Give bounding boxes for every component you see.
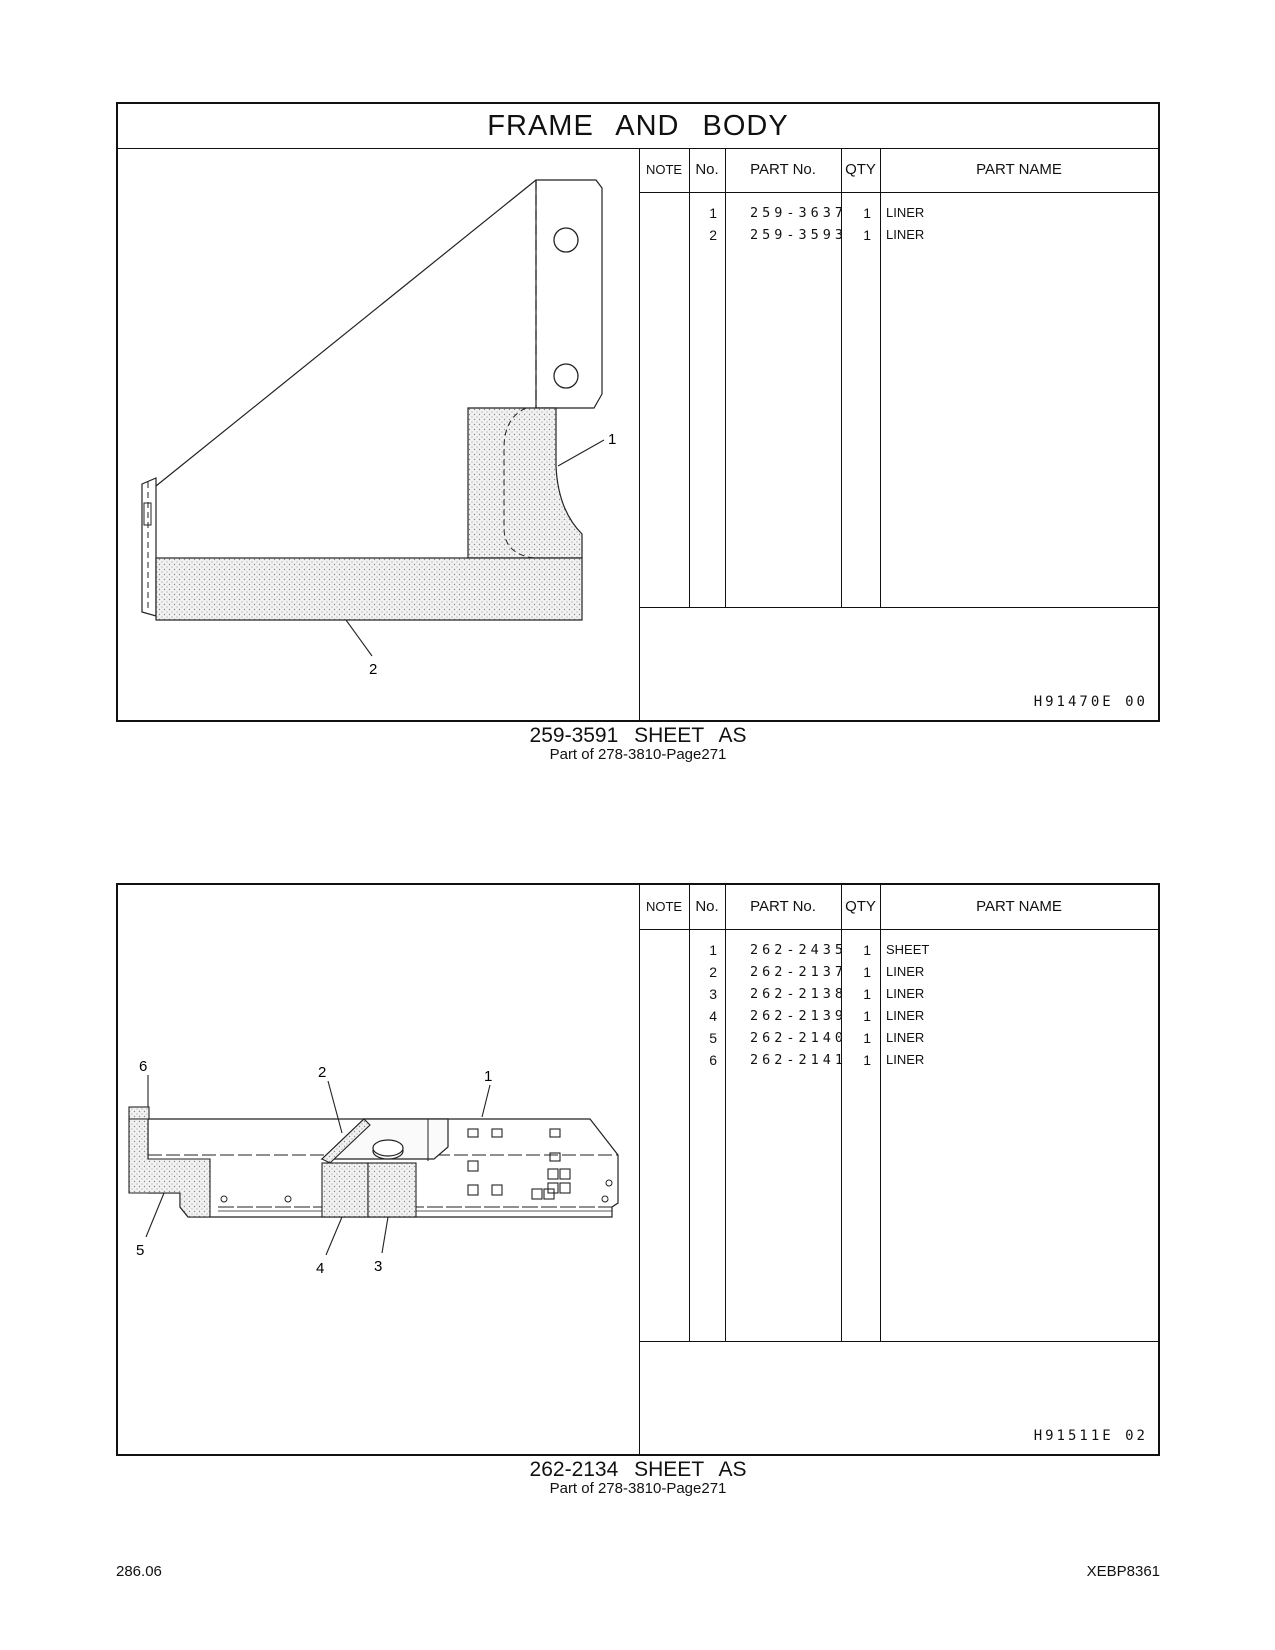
part-name: LINER	[886, 227, 925, 242]
col-divider	[689, 885, 690, 1342]
part-name: LINER	[886, 205, 925, 220]
item-number: 1	[709, 942, 717, 958]
part-number: 262-2138	[749, 986, 847, 1002]
parts-rows: 1 262-2435 1 SHEET 2 262-2137 1 LINER 3 …	[639, 939, 1158, 1071]
part-name: LINER	[886, 1030, 925, 1045]
liner-2	[155, 557, 583, 621]
illustration-2: 6 2 1 5 4 3	[118, 885, 640, 1454]
table-row: 1 259-3637 1 LINER	[639, 202, 1158, 224]
part-number: 262-2141	[749, 1052, 847, 1068]
illustration-code: H91511E 02	[1033, 1428, 1148, 1444]
header-qty: QTY	[845, 161, 876, 178]
liner-1	[467, 407, 583, 559]
assembly-title: 262-2134 SHEET AS	[529, 1458, 747, 1481]
parts-panel-2: 6 2 1 5 4 3 NOTE No. PART No. QTY PART N…	[116, 883, 1160, 1456]
callout-1: 1	[608, 431, 616, 448]
callout-6: 6	[139, 1058, 147, 1075]
col-divider	[841, 885, 842, 1342]
header-part-name: PART NAME	[976, 898, 1062, 915]
table-header: NOTE No. PART No. QTY PART NAME	[639, 148, 1158, 193]
item-number: 2	[709, 964, 717, 980]
part-number: 262-2140	[749, 1030, 847, 1046]
liner-5	[128, 1118, 211, 1218]
table-row: 1 262-2435 1 SHEET	[639, 939, 1158, 961]
quantity: 1	[863, 964, 871, 980]
assembly-title: 259-3591 SHEET AS	[529, 724, 747, 747]
table-footer-divider	[639, 607, 1158, 608]
table-row: 3 262-2138 1 LINER	[639, 983, 1158, 1005]
callout-1: 1	[484, 1068, 492, 1085]
part-number: 259-3593	[749, 227, 847, 243]
col-divider	[841, 148, 842, 608]
header-qty: QTY	[845, 898, 876, 915]
parts-panel-1: FRAME AND BODY	[116, 102, 1160, 722]
illustration-2-svg: 6 2 1 5 4 3	[128, 1058, 619, 1277]
header-part-no: PART No.	[750, 898, 816, 915]
parts-table-2: NOTE No. PART No. QTY PART NAME 1 262-24…	[639, 885, 1158, 1454]
parts-rows: 1 259-3637 1 LINER 2 259-3593 1 LINER	[639, 202, 1158, 246]
quantity: 1	[863, 986, 871, 1002]
item-number: 4	[709, 1008, 717, 1024]
liner-4	[321, 1162, 369, 1218]
part-name: LINER	[886, 1052, 925, 1067]
item-number: 5	[709, 1030, 717, 1046]
assembly-reference: Part of 278-3810-Page271	[549, 1480, 727, 1497]
part-name: SHEET	[886, 942, 930, 957]
caption-2: 262-2134 SHEET AS Part of 278-3810-Page2…	[116, 1459, 1160, 1497]
page-number: 286.06	[116, 1563, 162, 1580]
caption-1: 259-3591 SHEET AS Part of 278-3810-Page2…	[116, 725, 1160, 763]
illustration-code: H91470E 00	[1033, 694, 1148, 710]
col-divider	[689, 148, 690, 608]
item-number: 3	[709, 986, 717, 1002]
part-name: LINER	[886, 1008, 925, 1023]
quantity: 1	[863, 942, 871, 958]
document-id: XEBP8361	[1086, 1563, 1160, 1580]
callout-3: 3	[374, 1258, 382, 1275]
table-row: 6 262-2141 1 LINER	[639, 1049, 1158, 1071]
liner-3	[367, 1162, 417, 1218]
callout-5: 5	[136, 1242, 144, 1259]
table-row: 4 262-2139 1 LINER	[639, 1005, 1158, 1027]
part-number: 259-3637	[749, 205, 847, 221]
part-number: 262-2139	[749, 1008, 847, 1024]
table-header: NOTE No. PART No. QTY PART NAME	[639, 885, 1158, 930]
part-number: 262-2435	[749, 942, 847, 958]
callout-2: 2	[369, 661, 377, 678]
table-row: 2 262-2137 1 LINER	[639, 961, 1158, 983]
quantity: 1	[863, 1052, 871, 1068]
header-no: No.	[695, 898, 719, 915]
item-number: 6	[709, 1052, 717, 1068]
table-row: 5 262-2140 1 LINER	[639, 1027, 1158, 1049]
parts-table-1: NOTE No. PART No. QTY PART NAME 1 259-36…	[639, 148, 1158, 720]
item-number: 1	[709, 205, 717, 221]
col-divider	[725, 885, 726, 1342]
item-number: 2	[709, 227, 717, 243]
part-number: 262-2137	[749, 964, 847, 980]
header-note: NOTE	[645, 899, 683, 914]
illustration-1-svg: 1 2	[141, 179, 616, 678]
callout-2: 2	[318, 1064, 326, 1081]
callout-4: 4	[316, 1260, 324, 1277]
header-part-name: PART NAME	[976, 161, 1062, 178]
section-title: FRAME AND BODY	[118, 104, 1158, 149]
part-name: LINER	[886, 964, 925, 979]
quantity: 1	[863, 1008, 871, 1024]
liner-6	[128, 1106, 150, 1120]
table-footer-divider	[639, 1341, 1158, 1342]
quantity: 1	[863, 205, 871, 221]
header-no: No.	[695, 161, 719, 178]
liner-2	[321, 1118, 371, 1164]
part-name: LINER	[886, 986, 925, 1001]
quantity: 1	[863, 227, 871, 243]
illustration-1: 1 2	[118, 148, 640, 720]
table-row: 2 259-3593 1 LINER	[639, 224, 1158, 246]
assembly-reference: Part of 278-3810-Page271	[549, 746, 727, 763]
header-note: NOTE	[645, 162, 683, 177]
col-divider	[725, 148, 726, 608]
header-part-no: PART No.	[750, 161, 816, 178]
col-divider	[880, 148, 881, 608]
col-divider	[880, 885, 881, 1342]
quantity: 1	[863, 1030, 871, 1046]
